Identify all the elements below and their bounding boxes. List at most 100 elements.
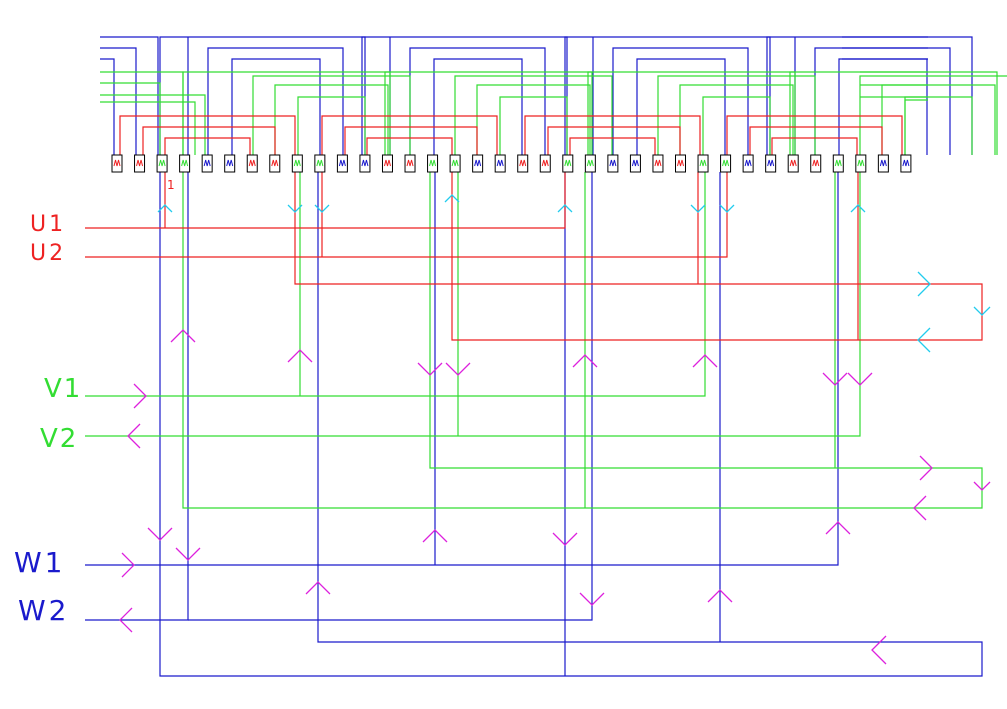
coil-side-mark — [338, 159, 346, 167]
w-lead-top — [100, 58, 115, 155]
slot-box — [291, 154, 303, 173]
terminal-label-u1: U1 — [30, 212, 67, 237]
v1-lead — [85, 172, 706, 397]
slot-box — [629, 154, 641, 173]
u-end-connection — [119, 115, 296, 155]
w-end-connection — [636, 58, 726, 155]
coil-side-mark — [902, 159, 910, 167]
coil-side-mark — [654, 159, 662, 167]
coil-side-mark — [789, 159, 797, 167]
u1-lead — [85, 172, 566, 229]
slot — [607, 154, 619, 173]
coil-side-mark — [812, 159, 820, 167]
u-end-connection — [366, 137, 453, 155]
slot-box — [179, 154, 191, 173]
w-end-connection — [231, 58, 321, 155]
slot-box — [359, 154, 371, 173]
u-end-connection — [524, 115, 701, 155]
direction-arrow — [572, 354, 598, 368]
w-end-connection — [207, 47, 344, 155]
u-end-connection — [321, 115, 498, 155]
direction-arrow — [913, 495, 927, 521]
slot-box — [697, 154, 709, 173]
direction-arrow — [314, 204, 330, 213]
v-lead-top — [100, 82, 161, 155]
direction-arrow — [871, 635, 887, 665]
u-end-connection — [726, 115, 903, 155]
coil-side-mark — [519, 159, 527, 167]
direction-arrow — [850, 204, 866, 213]
coil-side-mark — [226, 159, 234, 167]
direction-arrow — [444, 194, 460, 203]
u-phase-wires — [85, 115, 983, 341]
slot-box — [134, 154, 146, 173]
coil-side-mark — [203, 159, 211, 167]
v-end-connection — [702, 96, 771, 155]
slot-box — [224, 154, 236, 173]
w-phase-wires — [85, 36, 983, 677]
slot-box — [765, 154, 777, 173]
slot-box — [562, 154, 574, 173]
coil-side-mark — [429, 159, 437, 167]
slot-box — [742, 154, 754, 173]
slot — [111, 154, 123, 173]
v-end-connection — [587, 71, 796, 155]
direction-arrow — [552, 532, 578, 546]
coil-side-mark — [879, 159, 887, 167]
coil-side-mark — [744, 159, 752, 167]
coil-side-mark — [316, 159, 324, 167]
slot — [246, 154, 258, 173]
coil-side-mark — [722, 159, 730, 167]
v-end-connection — [297, 96, 366, 155]
slot-box — [607, 154, 619, 173]
v-end-connection — [182, 71, 391, 155]
coil-side-mark — [293, 159, 301, 167]
slot — [494, 154, 506, 173]
direction-arrow — [170, 329, 196, 343]
direction-arrow — [417, 362, 443, 376]
slot-box — [427, 154, 439, 173]
direction-arrow — [557, 204, 573, 213]
slot-box — [381, 154, 393, 173]
direction-arrow — [422, 529, 448, 543]
slot — [156, 154, 168, 173]
coil-side-mark — [383, 159, 391, 167]
direction-arrow — [919, 455, 933, 481]
w-end-connection — [564, 36, 771, 155]
coil-side-mark — [406, 159, 414, 167]
slot-box — [855, 154, 867, 173]
slot-box — [201, 154, 213, 173]
direction-arrow — [692, 354, 718, 368]
slot — [810, 154, 822, 173]
slot-box — [517, 154, 529, 173]
direction-arrow — [825, 521, 851, 535]
w-end-connection — [612, 47, 749, 155]
slot-box — [156, 154, 168, 173]
direction-arrow — [305, 581, 331, 595]
direction-arrow — [287, 204, 303, 213]
slot-box — [810, 154, 822, 173]
slot-box — [675, 154, 686, 173]
v-loop — [182, 172, 983, 509]
u-end-connection — [164, 137, 251, 155]
terminal-label-v1: V1 — [44, 374, 83, 404]
w-end-connection — [159, 36, 366, 155]
v-end-connection — [904, 96, 973, 155]
slot-box — [720, 154, 732, 173]
slot-box — [877, 154, 889, 173]
u-loop — [294, 172, 983, 341]
slot-box — [404, 154, 416, 173]
slot — [855, 154, 867, 173]
v-end-connection — [384, 71, 593, 155]
w-end-connection — [361, 36, 568, 155]
direction-arrow — [175, 547, 201, 561]
terminal-label-w2: W2 — [18, 594, 70, 627]
slot — [224, 154, 236, 173]
w-lead-top — [100, 36, 159, 155]
slot — [629, 154, 641, 173]
slot-box — [314, 154, 326, 173]
w1-lead — [85, 172, 839, 566]
slot — [765, 154, 777, 173]
coil-side-mark — [136, 159, 144, 167]
